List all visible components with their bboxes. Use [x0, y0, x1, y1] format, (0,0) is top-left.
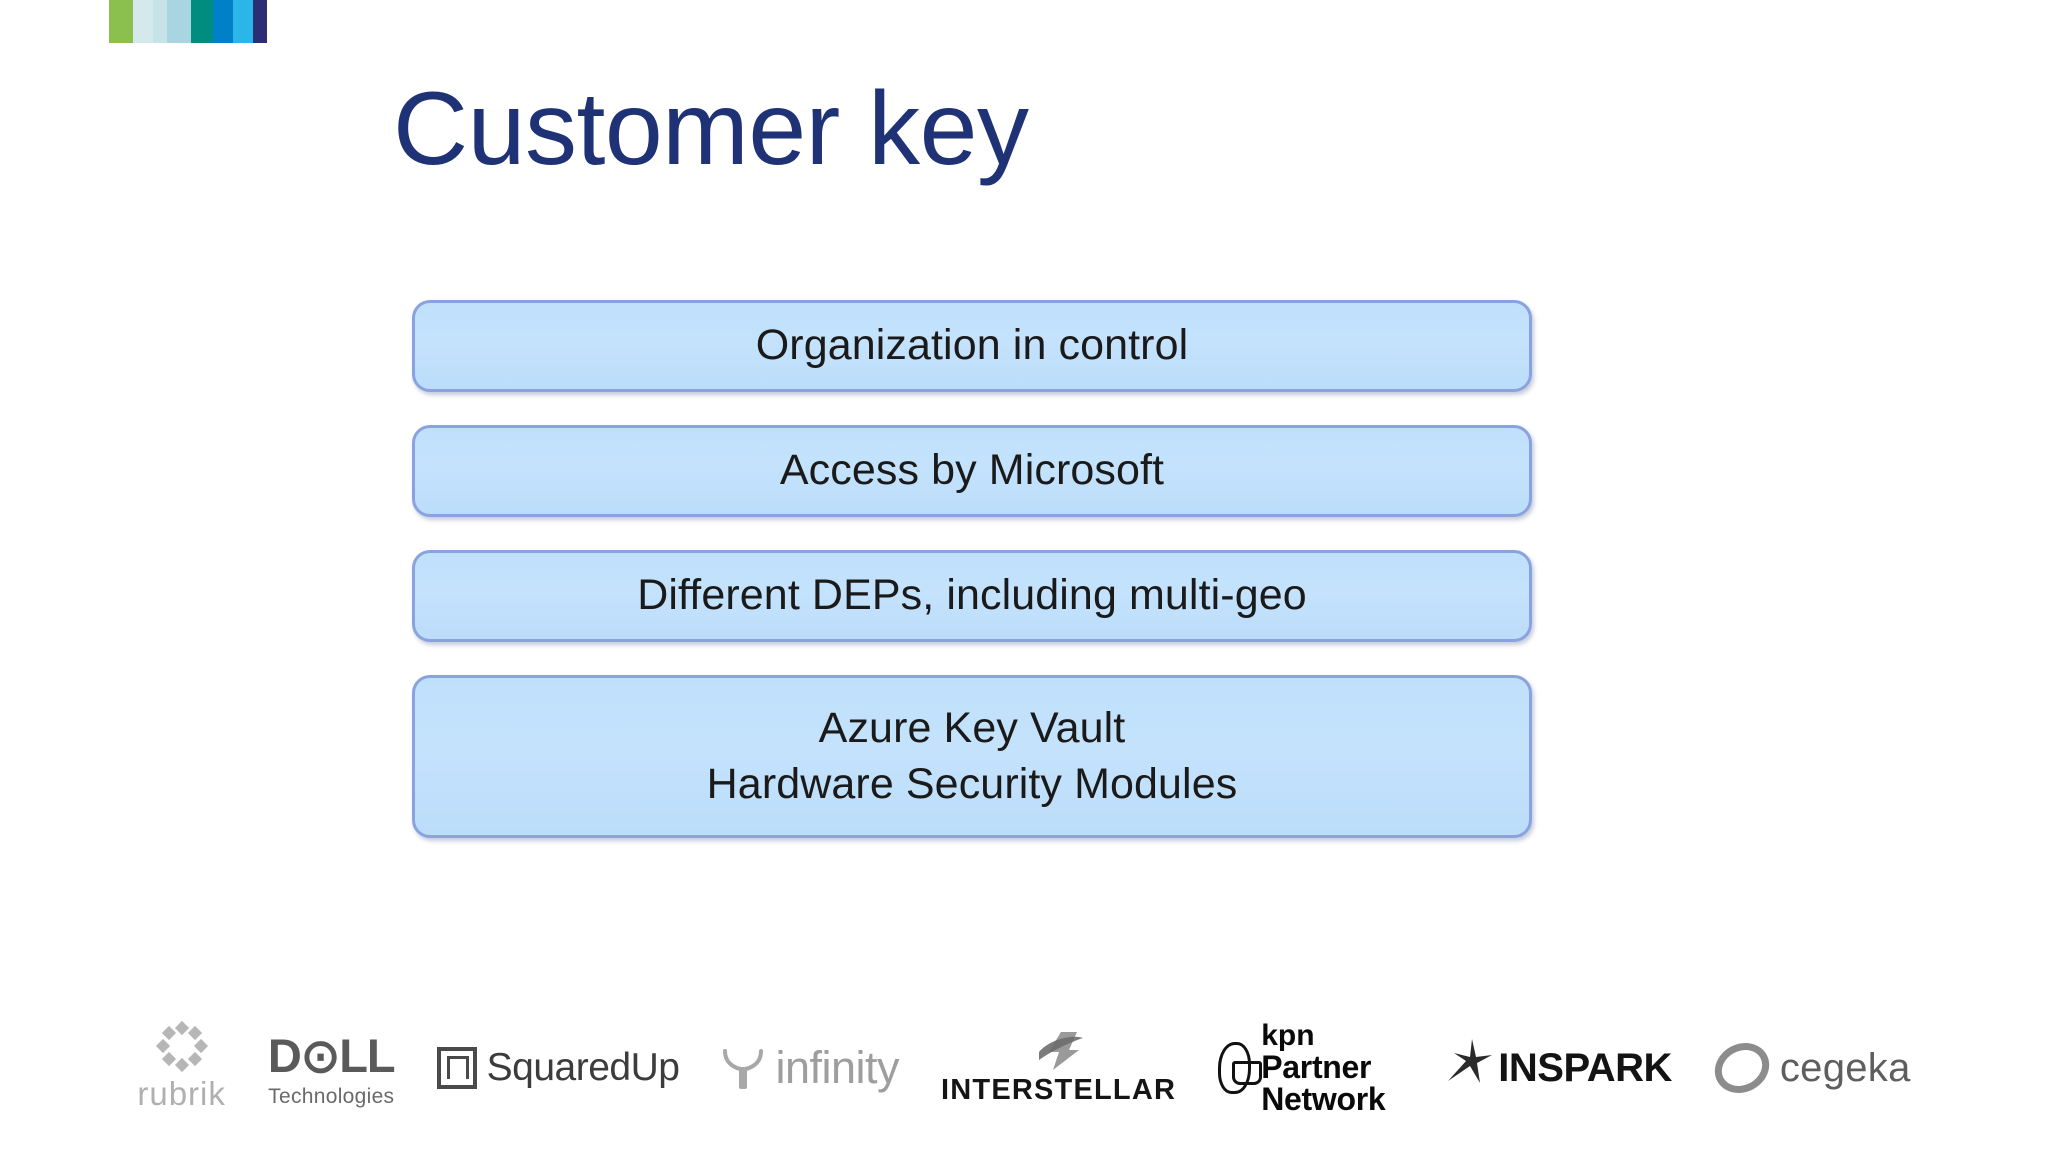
brand-color-bar-logo	[109, 0, 267, 43]
squaredup-square-icon	[436, 1047, 477, 1089]
logo-infinity: infinity	[721, 1013, 900, 1123]
infinity-sprout-icon	[721, 1045, 765, 1091]
inspark-star-icon	[1446, 1039, 1493, 1083]
logo-kpn-subtext: Partner Network	[1261, 1049, 1386, 1117]
logo-rubrik-wordmark: rubrik	[137, 1075, 226, 1112]
logo-dell-subtext: Technologies	[268, 1084, 395, 1108]
brand-band-3	[167, 0, 191, 43]
info-box-azure-key-vault[interactable]: Azure Key Vault Hardware Security Module…	[412, 675, 1532, 838]
cegeka-ellipse-icon	[1705, 1033, 1778, 1103]
logo-cegeka: cegeka	[1705, 1013, 1911, 1123]
info-box-access-by-microsoft[interactable]: Access by Microsoft	[412, 425, 1532, 517]
logo-dell-wordmark: D⊙LL	[267, 1028, 396, 1082]
brand-band-4	[191, 0, 213, 43]
logo-inspark: INSPARK	[1446, 1013, 1672, 1123]
logo-dell-technologies: D⊙LL Technologies	[267, 1013, 396, 1123]
logo-kpn-partner-network: kpn Partner Network	[1218, 1013, 1404, 1123]
info-box-label: Azure Key Vault Hardware Security Module…	[706, 704, 1238, 808]
info-box-different-deps[interactable]: Different DEPs, including multi-geo	[412, 550, 1532, 642]
rubrik-ring-icon	[155, 1020, 208, 1073]
logo-rubrik: rubrik	[137, 1013, 226, 1123]
info-box-stack: Organization in control Access by Micros…	[412, 300, 1532, 871]
brand-band-7	[253, 0, 267, 43]
brand-band-1	[133, 0, 153, 43]
logo-squaredup-wordmark: SquaredUp	[486, 1046, 680, 1089]
brand-band-6	[233, 0, 253, 43]
interstellar-swoosh-icon	[1033, 1030, 1085, 1072]
info-box-label: Access by Microsoft	[779, 446, 1165, 495]
brand-band-5	[213, 0, 233, 43]
brand-band-2	[153, 0, 167, 43]
logo-interstellar-wordmark: INTERSTELLAR	[941, 1073, 1177, 1106]
page-title: Customer key	[393, 71, 1029, 187]
logo-squaredup: SquaredUp	[436, 1013, 680, 1123]
info-box-label: Organization in control	[755, 321, 1189, 370]
kpn-crown-icon	[1218, 1042, 1263, 1094]
logo-inspark-wordmark: INSPARK	[1498, 1045, 1672, 1090]
info-box-organization-in-control[interactable]: Organization in control	[412, 300, 1532, 392]
logo-interstellar: INTERSTELLAR	[941, 1013, 1176, 1123]
partner-logo-strip: rubrik D⊙LL Technologies SquaredUp infin…	[0, 1008, 2048, 1128]
logo-cegeka-wordmark: cegeka	[1779, 1045, 1911, 1090]
logo-kpn-wordmark: kpn	[1261, 1019, 1315, 1052]
brand-band-0	[109, 0, 133, 43]
info-box-label: Different DEPs, including multi-geo	[637, 571, 1307, 620]
logo-infinity-wordmark: infinity	[775, 1042, 900, 1093]
